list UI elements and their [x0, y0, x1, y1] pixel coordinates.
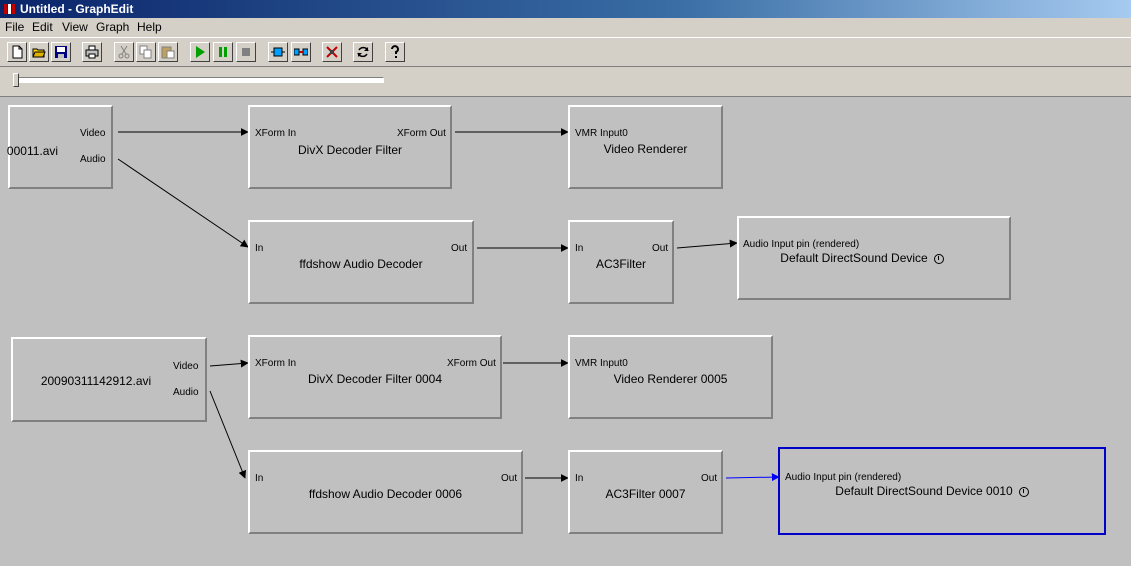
filter-name: ffdshow Audio Decoder 0006	[308, 487, 463, 501]
filter-name: 20090311142912.avi	[40, 374, 152, 388]
pause-icon	[219, 47, 227, 57]
window-title: Untitled - GraphEdit	[20, 2, 134, 16]
cut-button[interactable]	[114, 42, 134, 62]
pin-in[interactable]: In	[575, 243, 584, 254]
pin-out[interactable]: Out	[451, 243, 468, 254]
filter-name-wrap: Default DirectSound Device	[727, 251, 997, 265]
pin-video-out[interactable]: Video	[80, 128, 106, 139]
new-icon	[12, 45, 23, 59]
pin-xform-out[interactable]: XForm Out	[447, 358, 496, 369]
pin-xform-in[interactable]: XForm In	[255, 128, 297, 139]
link-f5-f6[interactable]	[676, 239, 738, 249]
filter-directsound[interactable]: Default DirectSound Device	[737, 216, 1011, 300]
filter-name-wrap: Default DirectSound Device 0010	[770, 484, 1094, 498]
menu-graph[interactable]: Graph	[96, 20, 130, 34]
pin-xform-out[interactable]: XForm Out	[397, 128, 446, 139]
filter-name: Default DirectSound Device 0010	[835, 484, 1013, 498]
filter-name: ffdshow Audio Decoder	[299, 257, 423, 271]
filter-ac3[interactable]: AC3Filter	[568, 220, 674, 304]
connect-button[interactable]	[291, 42, 311, 62]
pin-in[interactable]: In	[255, 243, 264, 254]
menu-help[interactable]: Help	[137, 20, 162, 34]
link-f1-audio-f4[interactable]	[117, 158, 249, 248]
help-icon	[391, 45, 399, 58]
filter-name: Video Renderer 0005	[613, 372, 728, 386]
title-bar: Untitled - GraphEdit	[0, 0, 1131, 18]
filter-source-00011[interactable]: 00011.avi	[7, 105, 113, 189]
pin-in[interactable]: In	[255, 473, 264, 484]
filter-name: DivX Decoder Filter 0004	[307, 372, 443, 386]
pin-in[interactable]: In	[575, 473, 584, 484]
open-icon	[32, 48, 46, 58]
disconnect-icon	[326, 46, 338, 58]
play-button[interactable]	[190, 42, 210, 62]
link-f7-audio-f10[interactable]	[209, 390, 247, 479]
pin-audio-out[interactable]: Audio	[80, 154, 106, 165]
menu-edit[interactable]: Edit	[32, 20, 53, 34]
link-f7-video-f8[interactable]	[209, 359, 249, 368]
menu-view[interactable]: View	[62, 20, 88, 34]
pin-vmr-input[interactable]: VMR Input0	[575, 128, 628, 139]
help-button[interactable]	[385, 42, 405, 62]
filter-ac3-0007[interactable]: AC3Filter 0007	[568, 450, 723, 534]
print-button[interactable]	[82, 42, 102, 62]
filter-video-renderer[interactable]: Video Renderer	[568, 105, 723, 189]
toolbar	[0, 37, 1131, 67]
menu-file[interactable]: File	[5, 20, 25, 34]
seek-slider-thumb[interactable]	[13, 73, 19, 87]
paste-button[interactable]	[158, 42, 178, 62]
stop-icon	[242, 48, 250, 56]
filter-name: DivX Decoder Filter	[297, 143, 403, 157]
menu-bar: File Edit View Graph Help	[0, 18, 1131, 36]
pin-xform-in[interactable]: XForm In	[255, 358, 297, 369]
filter-divx-decoder-0004[interactable]: DivX Decoder Filter 0004	[248, 335, 502, 419]
filter-name: Video Renderer	[603, 142, 688, 156]
graphedit-app-icon	[4, 4, 15, 14]
clock-icon	[933, 253, 944, 264]
pin-out[interactable]: Out	[652, 243, 669, 254]
filter-directsound-0010[interactable]: Default DirectSound Device 0010	[778, 447, 1106, 535]
open-button[interactable]	[29, 42, 49, 62]
filter-divx-decoder[interactable]: DivX Decoder Filter	[248, 105, 452, 189]
pin-out[interactable]: Out	[701, 473, 718, 484]
filter-video-renderer-0005[interactable]: Video Renderer 0005	[568, 335, 773, 419]
pin-audio-input[interactable]: Audio Input pin (rendered)	[785, 472, 902, 483]
filter-name: 00011.avi	[6, 144, 59, 158]
filter-name: Default DirectSound Device	[780, 251, 928, 265]
new-button[interactable]	[7, 42, 27, 62]
link-f11-f12[interactable]	[725, 473, 780, 482]
pin-out[interactable]: Out	[501, 473, 518, 484]
pin-video-out[interactable]: Video	[173, 361, 199, 372]
pin-audio-out[interactable]: Audio	[173, 387, 199, 398]
refresh-button[interactable]	[353, 42, 373, 62]
play-icon	[196, 46, 205, 58]
connect-icon	[294, 48, 308, 56]
seek-filter-button[interactable]	[268, 42, 288, 62]
filter-ffdshow-audio-0006[interactable]: ffdshow Audio Decoder 0006	[248, 450, 523, 534]
save-button[interactable]	[51, 42, 71, 62]
copy-button[interactable]	[136, 42, 156, 62]
stop-button[interactable]	[236, 42, 256, 62]
copy-icon	[139, 45, 152, 59]
seek-filter-icon	[271, 47, 285, 57]
disconnect-button[interactable]	[322, 42, 342, 62]
filter-name: AC3Filter 0007	[605, 487, 686, 501]
clock-icon	[1018, 486, 1029, 497]
refresh-icon	[357, 46, 369, 58]
pin-audio-input[interactable]: Audio Input pin (rendered)	[743, 239, 860, 250]
save-icon	[55, 46, 67, 58]
filter-source-20090311142912[interactable]: 20090311142912.avi	[11, 337, 207, 422]
pause-button[interactable]	[213, 42, 233, 62]
filter-name: AC3Filter	[595, 257, 646, 271]
print-icon	[85, 45, 99, 59]
paste-icon	[161, 46, 175, 59]
cut-icon	[118, 45, 130, 59]
pin-vmr-input[interactable]: VMR Input0	[575, 358, 628, 369]
filter-ffdshow-audio[interactable]: ffdshow Audio Decoder	[248, 220, 474, 304]
